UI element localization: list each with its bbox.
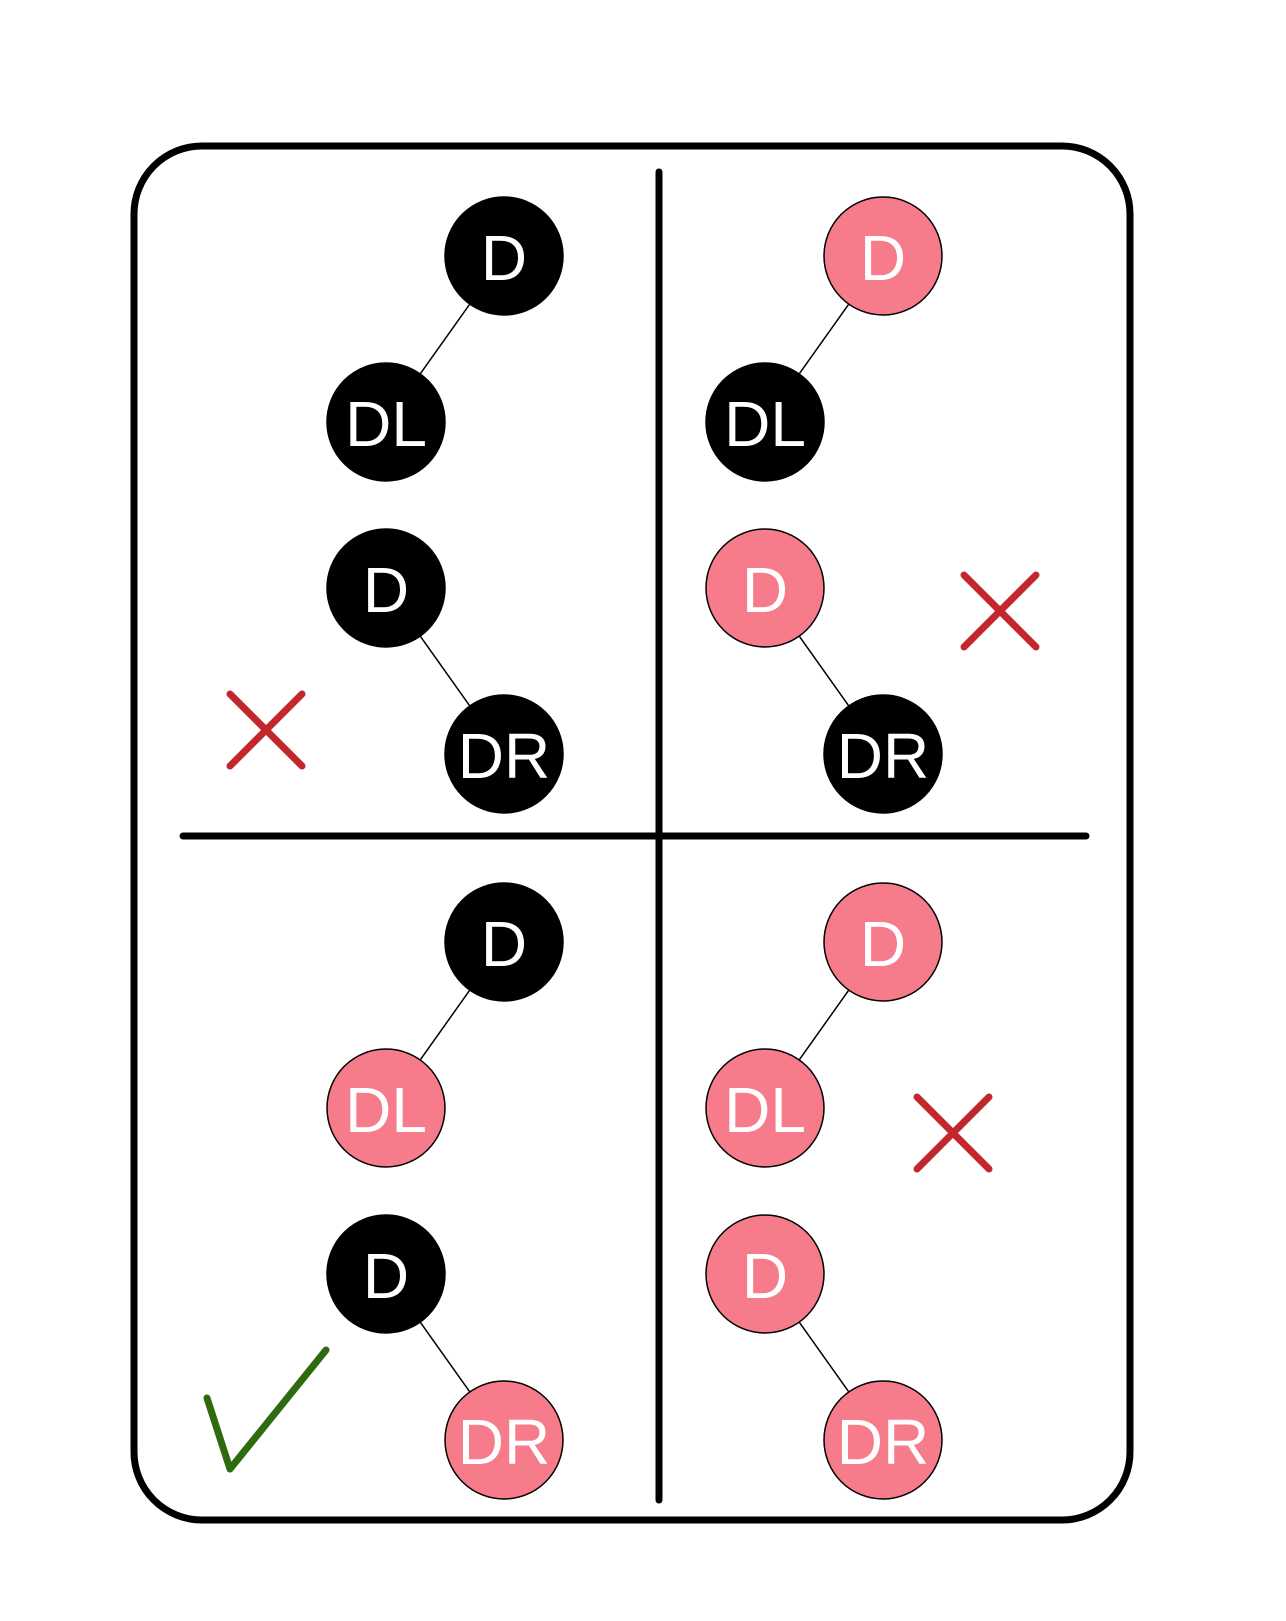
tree-node-black bbox=[326, 362, 446, 482]
node-label: D bbox=[363, 1240, 409, 1312]
tree-edge bbox=[798, 635, 850, 707]
subtree-left: D DL bbox=[705, 882, 943, 1168]
node-label: D bbox=[860, 908, 906, 980]
subtree-left: D DL bbox=[705, 196, 943, 482]
subtree-left: D DL bbox=[326, 882, 564, 1168]
tree-node-red bbox=[705, 1048, 825, 1168]
cross-icon bbox=[226, 690, 306, 770]
tree-node-red bbox=[705, 1214, 825, 1334]
tree-node-red bbox=[705, 528, 825, 648]
quadrant-top-right: D DL D DR bbox=[705, 196, 1040, 814]
subtree-left: D DL bbox=[326, 196, 564, 482]
tree-edge bbox=[419, 635, 471, 707]
tree-node-black bbox=[444, 196, 564, 316]
tree-node-red bbox=[823, 196, 943, 316]
node-label: D bbox=[742, 1240, 788, 1312]
subtree-right: D DR bbox=[705, 1214, 943, 1500]
node-label: DL bbox=[345, 1074, 427, 1146]
tree-edge bbox=[798, 303, 850, 375]
cross-icon bbox=[960, 571, 1040, 651]
tree-node-black bbox=[705, 362, 825, 482]
tree-edge bbox=[798, 1321, 850, 1393]
node-label: DL bbox=[724, 1074, 806, 1146]
cross-icon bbox=[913, 1093, 993, 1173]
tree-edge bbox=[798, 989, 850, 1061]
tree-edge bbox=[419, 303, 471, 375]
quadrant-bottom-right: D DL D DR bbox=[705, 882, 993, 1500]
node-label: D bbox=[481, 222, 527, 294]
node-label: DR bbox=[837, 1406, 929, 1478]
node-label: D bbox=[363, 554, 409, 626]
node-label: DL bbox=[345, 388, 427, 460]
quadrant-top-left: D DL D DR bbox=[226, 196, 564, 814]
node-label: D bbox=[481, 908, 527, 980]
node-label: D bbox=[860, 222, 906, 294]
node-label: DR bbox=[458, 1406, 550, 1478]
tree-node-black bbox=[444, 882, 564, 1002]
tree-node-black bbox=[326, 528, 446, 648]
node-label: DR bbox=[837, 720, 929, 792]
tree-node-red bbox=[444, 1380, 564, 1500]
tree-node-black bbox=[326, 1214, 446, 1334]
tree-edge bbox=[419, 1321, 471, 1393]
subtree-right: D DR bbox=[326, 528, 564, 814]
tree-node-red bbox=[823, 882, 943, 1002]
tree-node-black bbox=[444, 694, 564, 814]
node-label: D bbox=[742, 554, 788, 626]
outer-frame bbox=[130, 142, 1134, 1524]
tree-node-red bbox=[326, 1048, 446, 1168]
tree-node-black bbox=[823, 694, 943, 814]
node-label: DR bbox=[458, 720, 550, 792]
check-icon bbox=[203, 1346, 330, 1473]
tree-node-red bbox=[823, 1380, 943, 1500]
node-label: DL bbox=[724, 388, 806, 460]
subtree-right: D DR bbox=[705, 528, 943, 814]
subtree-right: D DR bbox=[326, 1214, 564, 1500]
tree-edge bbox=[419, 989, 471, 1061]
quadrant-bottom-left: D DL D DR bbox=[203, 882, 564, 1500]
